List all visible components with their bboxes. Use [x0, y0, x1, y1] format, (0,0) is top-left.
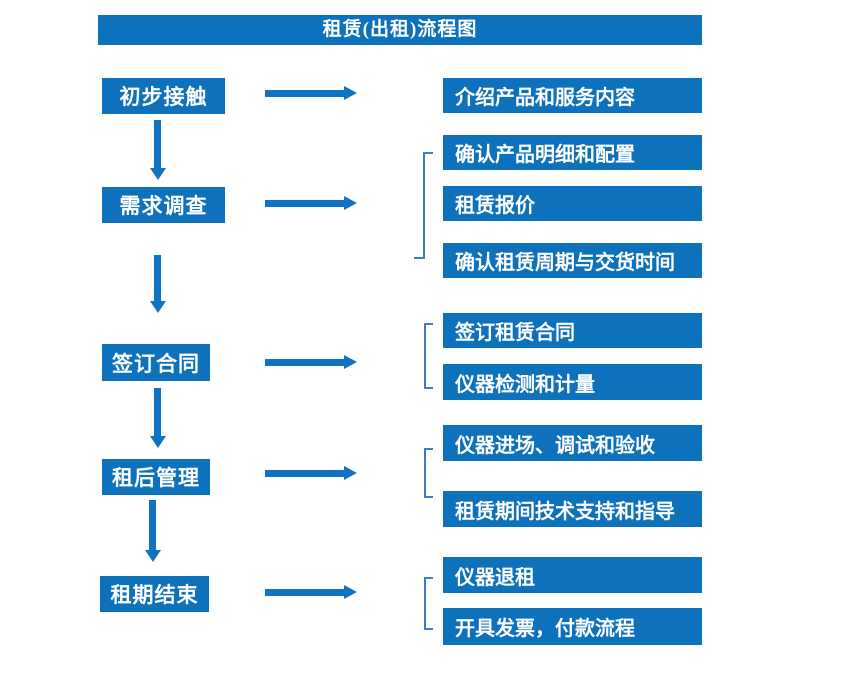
- bracket-group-2-vline: [424, 323, 426, 389]
- detail-label: 介绍产品和服务内容: [455, 87, 635, 109]
- arrow-down-1: [149, 120, 166, 180]
- arrow-right-rental-end: [265, 585, 357, 599]
- bracket-group-4-vline: [424, 577, 426, 630]
- bracket-group-3-vline: [424, 448, 426, 498]
- detail-box-invoice-payment: 开具发票，付款流程: [443, 608, 702, 645]
- detail-box-confirm-product-config: 确认产品明细和配置: [443, 135, 702, 170]
- flowchart-title: 租赁(出租)流程图: [322, 19, 478, 40]
- detail-box-instrument-setup-acceptance: 仪器进场、调试和验收: [443, 425, 702, 461]
- bracket-group-1-vline: [423, 152, 425, 259]
- detail-box-instrument-return: 仪器退租: [443, 557, 702, 593]
- arrow-shaft: [265, 588, 344, 596]
- arrow-head-icon: [149, 301, 166, 313]
- arrow-shaft: [265, 89, 344, 97]
- bracket-group-1-tick-top: [423, 152, 433, 154]
- arrow-head-icon: [344, 585, 357, 599]
- arrow-right-initial-contact: [265, 86, 357, 100]
- arrow-head-icon: [344, 355, 357, 369]
- arrow-head-icon: [344, 86, 357, 100]
- arrow-shaft: [265, 199, 344, 207]
- bracket-group-2-tick-top: [424, 323, 433, 325]
- bracket-group-2-tick-bottom: [424, 387, 433, 389]
- detail-box-rental-quote: 租赁报价: [443, 186, 702, 221]
- arrow-right-demand-survey: [265, 196, 357, 210]
- step-label: 需求调查: [119, 194, 208, 218]
- detail-box-technical-support: 租赁期间技术支持和指导: [443, 491, 702, 527]
- step-box-demand-survey: 需求调查: [102, 187, 225, 223]
- arrow-shaft: [154, 120, 161, 168]
- bracket-group-4-tick-top: [424, 577, 433, 579]
- arrow-down-2: [149, 255, 166, 313]
- bracket-group-3-tick-top: [424, 448, 433, 450]
- detail-label: 确认产品明细和配置: [455, 144, 635, 166]
- flowchart-title-bar: 租赁(出租)流程图: [98, 15, 702, 45]
- step-box-post-rental-management: 租后管理: [102, 459, 210, 495]
- detail-label: 租赁期间技术支持和指导: [455, 500, 675, 523]
- detail-label: 开具发票，付款流程: [455, 618, 635, 640]
- arrow-shaft: [149, 500, 156, 550]
- detail-label: 仪器检测和计量: [455, 373, 595, 396]
- detail-label: 签订租赁合同: [455, 322, 575, 344]
- detail-box-confirm-period-delivery: 确认租赁周期与交货时间: [443, 243, 702, 278]
- step-label: 签订合同: [112, 351, 200, 376]
- step-box-initial-contact: 初步接触: [102, 78, 225, 114]
- arrow-head-icon: [149, 168, 166, 180]
- step-label: 租期结束: [110, 583, 199, 607]
- detail-box-sign-rental-contract: 签订租赁合同: [443, 313, 702, 348]
- arrow-shaft: [265, 358, 344, 366]
- detail-box-introduce-products: 介绍产品和服务内容: [443, 78, 702, 113]
- step-box-sign-contract: 签订合同: [102, 344, 210, 381]
- arrow-right-sign-contract: [265, 355, 357, 369]
- arrow-head-icon: [144, 550, 161, 562]
- step-box-rental-end: 租期结束: [100, 576, 209, 612]
- detail-label: 仪器进场、调试和验收: [455, 434, 655, 457]
- step-label: 初步接触: [119, 85, 208, 109]
- detail-label: 仪器退租: [455, 566, 535, 589]
- detail-box-instrument-inspection: 仪器检测和计量: [443, 364, 702, 400]
- detail-label: 租赁报价: [455, 195, 535, 217]
- arrow-head-icon: [344, 466, 357, 480]
- arrow-head-icon: [344, 196, 357, 210]
- step-label: 租后管理: [112, 466, 200, 490]
- bracket-group-3-tick-bottom: [424, 496, 433, 498]
- arrow-shaft: [154, 388, 161, 436]
- bracket-group-4-tick-bottom: [424, 628, 433, 630]
- detail-label: 确认租赁周期与交货时间: [455, 252, 675, 274]
- arrow-down-3: [149, 388, 166, 448]
- arrow-shaft: [154, 255, 161, 301]
- arrow-right-post-rental: [265, 466, 357, 480]
- arrow-shaft: [265, 469, 344, 477]
- arrow-head-icon: [149, 436, 166, 448]
- bracket-group-1-tick-bottom: [414, 257, 423, 259]
- arrow-down-4: [144, 500, 161, 562]
